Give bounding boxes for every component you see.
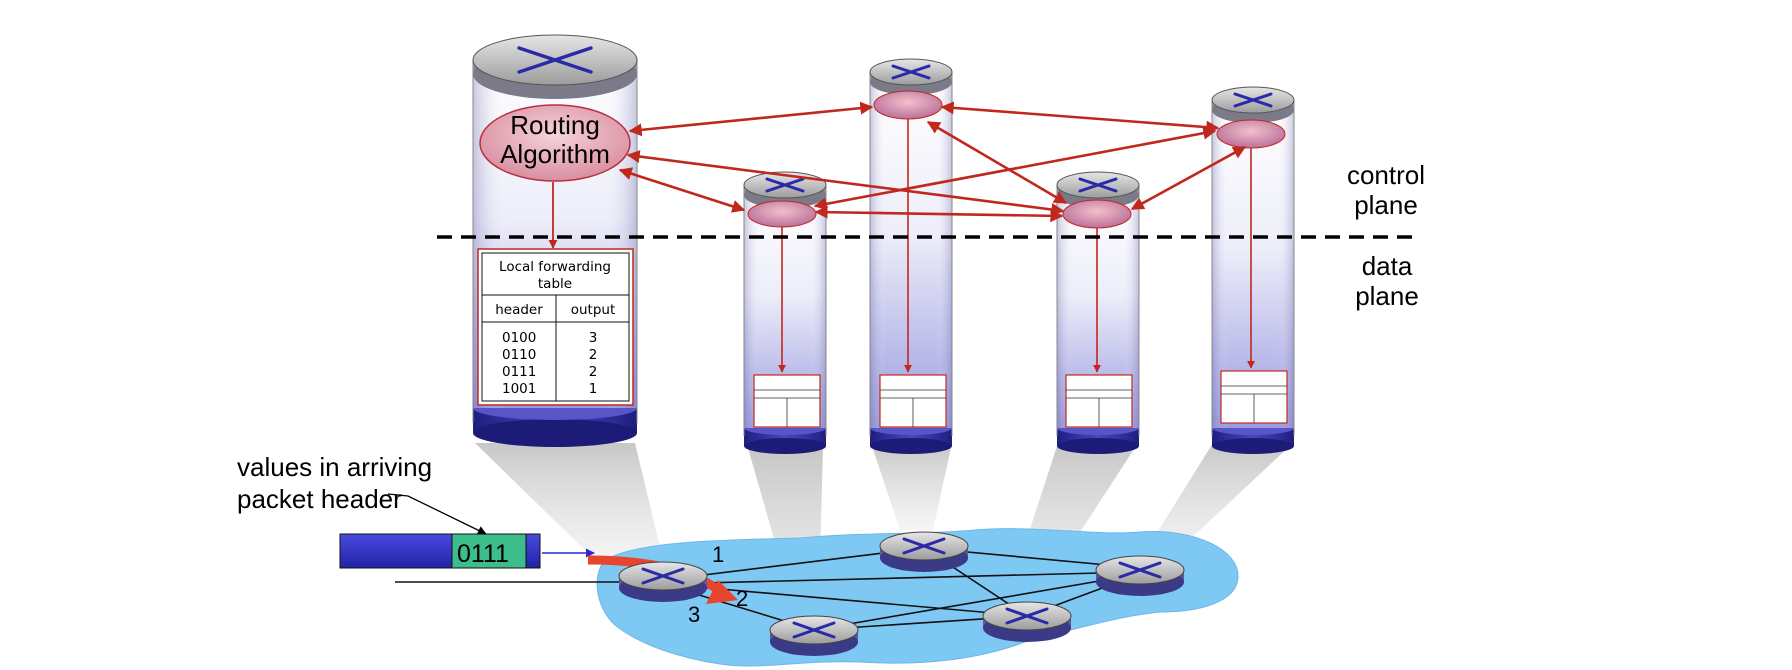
network-routers: [618, 531, 1185, 656]
beam-5: [1140, 443, 1293, 560]
router-column: [1056, 171, 1140, 454]
column-base-bottom: [473, 419, 637, 447]
control-arrow: [926, 120, 1068, 205]
router-x-icon: [891, 64, 931, 80]
packet-label-pointer: [387, 493, 487, 535]
control-arrows: [618, 101, 1247, 223]
beam-big: [475, 443, 663, 560]
table-cell-header: 0110: [502, 347, 536, 363]
column-base-bottom: [744, 438, 826, 454]
network-router: [769, 615, 859, 656]
packet-label-line2: packet header: [237, 484, 402, 514]
table-cell-output: 3: [589, 330, 598, 346]
network-router: [982, 601, 1072, 642]
local-control-agent: [1062, 199, 1132, 229]
table-col-output: output: [571, 302, 616, 318]
router-x-icon: [792, 621, 836, 639]
routing-algorithm: Routing Algorithm: [479, 104, 631, 182]
data-plane-label-line1: data: [1362, 251, 1413, 281]
arriving-packet: 0111: [339, 533, 595, 569]
small-forwarding-table: [753, 374, 821, 428]
port-label-2: 2: [736, 586, 748, 611]
router-column: [869, 58, 953, 454]
routing-algorithm-line1: Routing: [510, 110, 600, 140]
column-base-bottom: [870, 438, 952, 454]
control-arrow: [1130, 145, 1247, 211]
routing-algorithm-line2: Algorithm: [500, 139, 610, 169]
local-forwarding-table: Local forwarding table header output 010…: [477, 248, 634, 406]
router-column: [1211, 86, 1295, 454]
table-cell-output: 2: [589, 364, 598, 380]
router-x-icon: [1233, 92, 1273, 108]
local-control-agent: [747, 200, 817, 228]
table-cell-header: 0100: [502, 330, 536, 346]
column-base-bottom: [1212, 438, 1294, 454]
beam-3: [871, 443, 952, 530]
table-col-header: header: [495, 302, 543, 318]
port-label-3: 3: [688, 602, 700, 627]
network-router: [1095, 555, 1185, 596]
forwarding-arrowhead: [706, 580, 738, 604]
router-x-icon: [1118, 561, 1162, 579]
link: [662, 571, 1141, 585]
small-forwarding-table: [879, 374, 947, 428]
packet-header-value: 0111: [457, 540, 509, 568]
router-column: [743, 171, 827, 454]
table-title-line1: Local forwarding: [499, 259, 611, 275]
control-arrow: [814, 205, 1064, 223]
control-arrow: [940, 101, 1220, 134]
table-title-line2: table: [538, 276, 572, 292]
packet-label-line1: values in arriving: [237, 452, 432, 482]
table-rows: 0100 3 0110 2 0111 2 1001 1: [502, 330, 597, 397]
routing-algorithm-ellipse: [479, 104, 631, 182]
packet-header-field: [451, 533, 527, 569]
control-arrow: [618, 167, 746, 213]
port-label-1: 1: [712, 542, 724, 567]
data-plane-label-line2: plane: [1355, 281, 1419, 311]
control-plane-label-line2: plane: [1354, 190, 1418, 220]
small-forwarding-table: [1220, 370, 1288, 424]
column-base-bottom: [1057, 438, 1139, 454]
router-x-icon: [1005, 607, 1049, 625]
router-x-icon: [517, 46, 593, 74]
network-router: [879, 531, 969, 572]
link: [813, 573, 1141, 631]
table-cell-header: 1001: [502, 381, 536, 397]
router-x-icon: [902, 537, 946, 555]
network-router: [618, 561, 708, 602]
control-arrow: [628, 101, 874, 137]
router-x-icon: [641, 567, 685, 585]
table-cell-header: 0111: [502, 364, 536, 380]
table-cell-output: 1: [589, 381, 598, 397]
small-forwarding-table: [1065, 374, 1133, 428]
local-control-agent: [873, 90, 943, 120]
table-cell-output: 2: [589, 347, 598, 363]
local-control-agent: [1216, 119, 1286, 149]
control-plane-label-line1: control: [1347, 160, 1425, 190]
